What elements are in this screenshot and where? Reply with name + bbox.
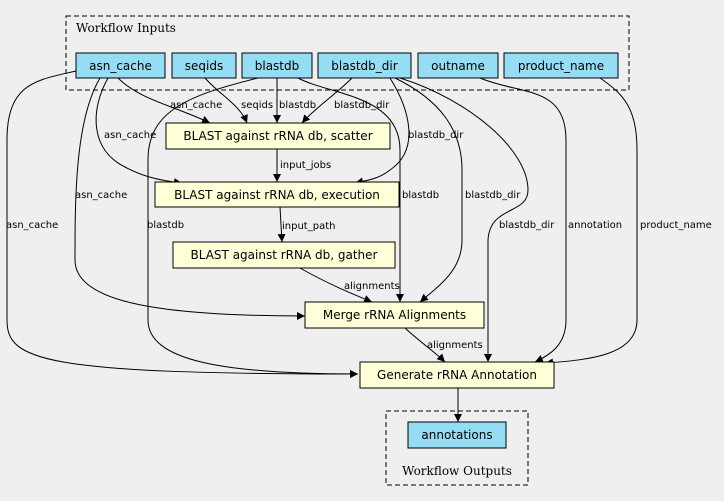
edge-asn-cache-annotate [6, 69, 359, 378]
edge-outname-annotate [479, 77, 567, 363]
step-label-execution: BLAST against rRNA db, execution [174, 188, 380, 202]
edge-blastdb-dir-execution [354, 77, 410, 186]
edge-label-scatter-execution: input_jobs [280, 160, 331, 171]
edge-label-outname-annotate: annotation [568, 220, 622, 231]
step-node-merge[interactable]: Merge rRNA Alignments [304, 301, 485, 329]
input-label-seqids: seqids [185, 59, 223, 73]
output-label-annotations: annotations [421, 428, 492, 442]
step-node-execution[interactable]: BLAST against rRNA db, execution [154, 181, 400, 208]
edge-label-blastdb-annotate: blastdb [147, 220, 184, 231]
output-node-annotations[interactable]: annotations [407, 421, 507, 449]
edge-label-blastdb-dir-execution: blastdb_dir [408, 130, 464, 141]
edge-label-asn-cache-annotate: asn_cache [6, 220, 58, 231]
input-label-blastdb: blastdb [255, 59, 300, 73]
step-label-annotate: Generate rRNA Annotation [377, 368, 537, 382]
workflow-inputs-cluster: Workflow Inputs [65, 15, 630, 91]
step-label-scatter: BLAST against rRNA db, scatter [183, 129, 372, 143]
edge-blastdb-dir-scatter [301, 77, 353, 124]
edge-label-merge-annotate: alignments [427, 340, 483, 351]
edge-label-execution-gather: input_path [282, 221, 335, 232]
step-node-gather[interactable]: BLAST against rRNA db, gather [172, 241, 396, 269]
input-node-product-name[interactable]: product_name [503, 52, 619, 79]
input-label-outname: outname [431, 59, 485, 73]
workflow-outputs-cluster: Workflow Outputs [385, 410, 529, 486]
input-node-blastdb[interactable]: blastdb [241, 52, 313, 79]
edge-asn-cache-merge [74, 77, 306, 320]
edge-label-gather-merge: alignments [344, 281, 400, 292]
step-node-scatter[interactable]: BLAST against rRNA db, scatter [165, 122, 391, 150]
edge-label-asn-cache-execution: asn_cache [104, 130, 156, 141]
input-label-blastdb-dir: blastdb_dir [331, 59, 397, 73]
edge-seqids-scatter [204, 77, 248, 124]
workflow-outputs-label: Workflow Outputs [402, 464, 512, 478]
edge-blastdb-merge [297, 77, 404, 302]
edge-label-blastdb-dir-annotate: blastdb_dir [499, 220, 555, 231]
edge-execution-gather [277, 206, 286, 243]
edge-product-name-annotate [544, 77, 638, 367]
edge-label-asn-cache-merge: asn_cache [75, 190, 127, 201]
edge-asn-cache-scatter [117, 77, 211, 124]
edge-blastdb-dir-annotate [399, 77, 529, 362]
step-label-merge: Merge rRNA Alignments [323, 308, 466, 322]
edge-label-asn-cache-scatter: asn_cache [170, 100, 222, 111]
edge-label-blastdb-scatter: blastdb [279, 100, 316, 111]
edge-asn-cache-execution [95, 77, 183, 187]
input-node-asn-cache[interactable]: asn_cache [75, 52, 166, 79]
edge-merge-annotate [404, 327, 446, 363]
edge-blastdb-dir-merge [394, 77, 463, 303]
input-label-product-name: product_name [518, 59, 604, 73]
edges [6, 69, 638, 422]
input-label-asn-cache: asn_cache [89, 59, 152, 73]
edge-blastdb-annotate [147, 77, 359, 378]
input-node-outname[interactable]: outname [417, 52, 499, 79]
workflow-inputs-label: Workflow Inputs [76, 21, 176, 35]
edge-labels: asn_cache seqids blastdb blastdb_dir asn… [6, 100, 712, 351]
edge-label-blastdb-merge: blastdb [402, 190, 439, 201]
edge-label-product-name-annotate: product_name [640, 220, 712, 231]
edge-label-blastdb-dir-merge: blastdb_dir [465, 190, 521, 201]
edge-label-seqids-scatter: seqids [241, 100, 273, 111]
input-node-blastdb-dir[interactable]: blastdb_dir [317, 52, 412, 79]
step-label-gather: BLAST against rRNA db, gather [191, 248, 378, 262]
input-node-seqids[interactable]: seqids [171, 52, 237, 79]
edge-label-blastdb-dir-scatter: blastdb_dir [334, 100, 390, 111]
step-node-annotate[interactable]: Generate rRNA Annotation [359, 361, 555, 389]
edge-gather-merge [299, 267, 373, 303]
